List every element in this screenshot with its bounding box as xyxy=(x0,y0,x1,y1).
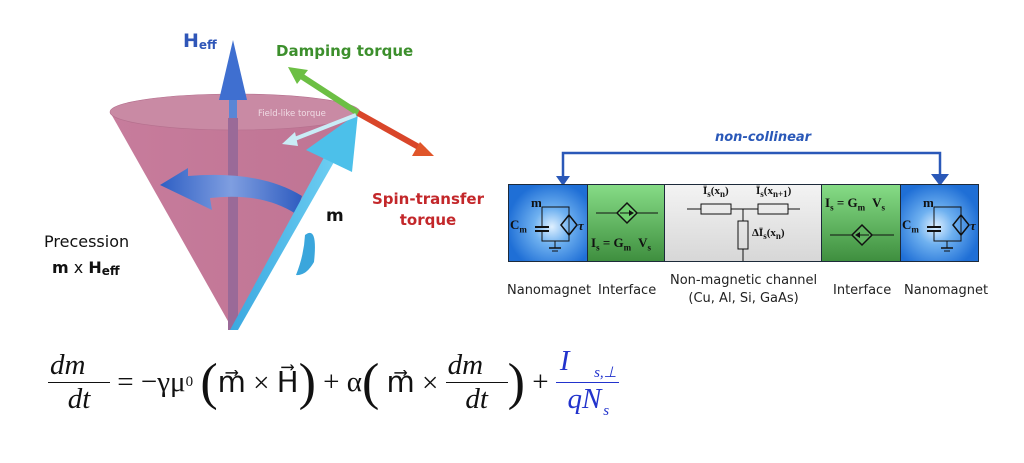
damping-torque-label: Damping torque xyxy=(276,42,414,60)
precession-arrow xyxy=(160,168,302,214)
term2-fraction: dm⃗dt xyxy=(445,348,508,415)
m-vector-label: m⃗ xyxy=(923,195,944,210)
resistor-label-1: Īs(xn) xyxy=(703,185,729,200)
precession-formula: m x Heff xyxy=(52,258,120,278)
dependent-current-source-icon xyxy=(596,201,658,225)
interface-equation: Is = Gm⃗Vs xyxy=(825,195,886,213)
interface-left-block: Is = Gm⃗Vs xyxy=(587,184,665,262)
heff-axis xyxy=(228,118,238,330)
resistor-network-icon xyxy=(687,203,800,261)
connector-arrow-left xyxy=(556,176,570,186)
m-arrow-shaft xyxy=(230,150,338,330)
interface-equation: Is = Gm⃗Vs xyxy=(591,235,652,253)
interface-right-block: Is = Gm⃗Vs xyxy=(821,184,901,262)
nanomagnet-left-block: Cm m⃗ τ⃗ xyxy=(508,184,594,262)
heff-label: Heff xyxy=(183,30,217,52)
m-label: m xyxy=(326,206,344,226)
lhs-fraction: dm⃗dt xyxy=(48,348,110,415)
label-nanomagnet-left: Nanomagnet xyxy=(507,283,592,298)
m-twist xyxy=(296,232,315,276)
connector-arrow-right xyxy=(931,174,949,186)
heff-arrowhead xyxy=(219,40,247,100)
damping-arrow xyxy=(296,71,360,116)
spin-transfer-torque-label: Spin-transfer torque xyxy=(372,190,484,229)
precession-label: Precession xyxy=(44,232,130,251)
channel-block: Īs(xn) Īs(xn+1) ΔĪs(xn) xyxy=(664,184,822,262)
nanomagnet-right-block: Cm m⃗ τ⃗ xyxy=(900,184,986,262)
spin-transfer-arrow xyxy=(356,110,426,153)
cm-label: Cm xyxy=(902,217,919,235)
non-collinear-connector xyxy=(561,151,942,177)
dependent-current-source-icon xyxy=(830,223,894,247)
label-channel: Non-magnetic channel (Cu, Al, Si, GaAs) xyxy=(670,273,818,306)
nanomagnet-circuit-icon xyxy=(927,206,970,252)
resistor-label-3: ΔĪs(xn) xyxy=(752,227,785,242)
llgs-equation: dm⃗dt = −γμ0 (m⃗ × H⃗) + α( m⃗ × dm⃗dt) … xyxy=(48,345,619,420)
field-like-torque-label: Field-like torque xyxy=(258,109,326,119)
tau-label: τ⃗ xyxy=(970,218,986,233)
non-collinear-label: non-collinear xyxy=(715,130,812,145)
cm-label: Cm xyxy=(510,217,527,235)
nanomagnet-circuit-icon xyxy=(535,206,578,252)
m-arrowhead xyxy=(306,113,358,172)
label-interface-right: Interface xyxy=(833,283,892,298)
label-nanomagnet-right: Nanomagnet xyxy=(904,283,989,298)
m-vector-label: m⃗ xyxy=(531,195,552,210)
field-like-arrow xyxy=(291,113,357,142)
resistor-label-2: Īs(xn+1) xyxy=(756,185,792,200)
label-interface-left: Interface xyxy=(598,283,657,298)
